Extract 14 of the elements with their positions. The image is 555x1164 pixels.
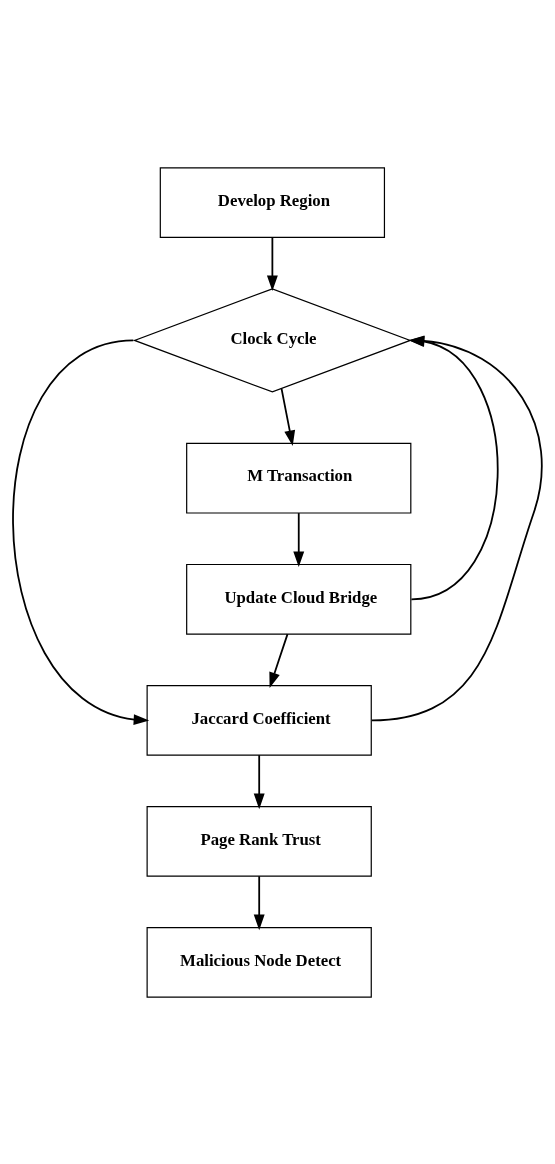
node-box: M Transaction bbox=[186, 442, 412, 514]
arrow bbox=[280, 387, 296, 446]
node-box: Jaccard Coefficient bbox=[146, 684, 372, 756]
arrow bbox=[12, 339, 150, 725]
arrow bbox=[269, 632, 289, 688]
arrow bbox=[253, 753, 265, 809]
node-box: Malicious Node Detect bbox=[146, 926, 372, 998]
arrow bbox=[266, 236, 278, 291]
node-box: Develop Region bbox=[159, 166, 386, 238]
arrow bbox=[253, 874, 265, 930]
node-diamond: Clock Cycle bbox=[132, 287, 412, 393]
arrow bbox=[293, 511, 305, 567]
node-box: Update Cloud Bridge bbox=[186, 563, 412, 635]
node-box: Page Rank Trust bbox=[146, 805, 372, 877]
